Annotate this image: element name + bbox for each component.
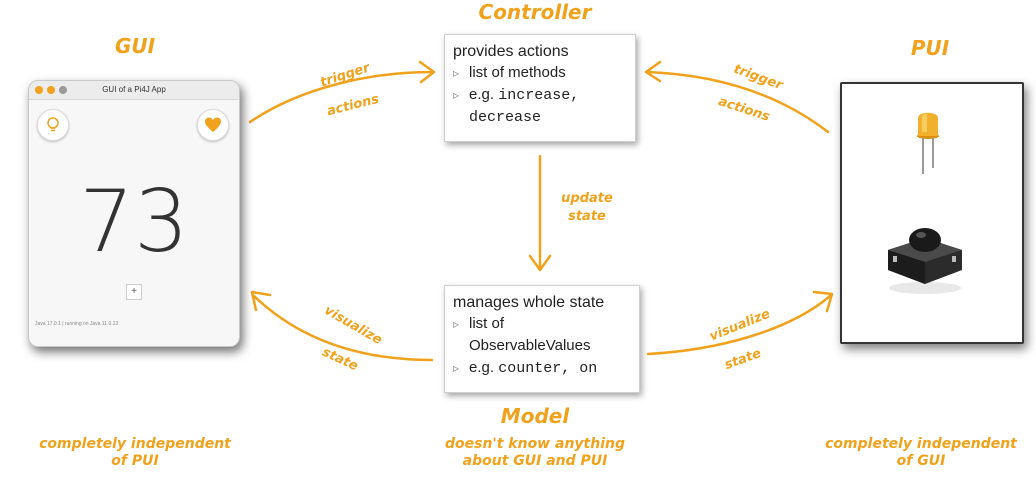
led-icon: [917, 112, 939, 174]
model-item-example: e.g. counter, on: [453, 357, 631, 380]
gui-title: GUI: [114, 34, 156, 58]
heart-icon: [205, 117, 221, 132]
controller-item-methods: list of methods: [453, 62, 627, 84]
push-button-icon: [888, 228, 962, 294]
lightbulb-icon: [47, 117, 59, 132]
increase-button[interactable]: +: [126, 284, 142, 300]
arrow-pui-to-controller: [646, 70, 830, 134]
controller-item-example-cont: decrease: [469, 109, 542, 126]
arrow-model-to-gui: [252, 294, 434, 362]
gui-footer-version: Java 17.0.1 | running on Java 11.0.13: [35, 321, 119, 327]
window-close-dot[interactable]: [35, 86, 43, 94]
controller-item-example: e.g. increase,: [453, 84, 627, 107]
counter-display: 73: [79, 172, 189, 272]
pui-independence-note: completely independent of GUI: [825, 436, 1017, 469]
gui-titlebar: GUI of a Pi4J App: [29, 81, 239, 100]
gui-window-title: GUI of a Pi4J App: [102, 85, 166, 94]
model-independence-note: doesn't know anything about GUI and PUI: [445, 436, 625, 469]
pui-frame: [840, 82, 1024, 344]
arrow-model-to-pui: [646, 294, 832, 356]
pui-title: PUI: [910, 36, 950, 60]
arrow-gui-to-controller: [248, 70, 434, 124]
model-heading: manages whole state: [453, 294, 605, 311]
update-state-label: update state: [561, 191, 613, 224]
gui-app-window: GUI of a Pi4J App 73 + Java 17.0.1 | run…: [28, 80, 240, 347]
window-zoom-dot[interactable]: [59, 86, 67, 94]
controller-title: Controller: [478, 0, 592, 24]
model-item-observables: list of: [453, 313, 631, 335]
model-title: Model: [500, 404, 570, 428]
favorite-button[interactable]: [197, 109, 229, 141]
controller-box: provides actions list of methods e.g. in…: [444, 34, 636, 142]
gui-independence-note: completely independent of PUI: [39, 436, 231, 469]
model-item-observables-cont: ObservableValues: [469, 337, 591, 354]
controller-heading: provides actions: [453, 43, 569, 60]
light-toggle-button[interactable]: [37, 109, 69, 141]
window-minimize-dot[interactable]: [47, 86, 55, 94]
model-box: manages whole state list of ObservableVa…: [444, 285, 640, 393]
